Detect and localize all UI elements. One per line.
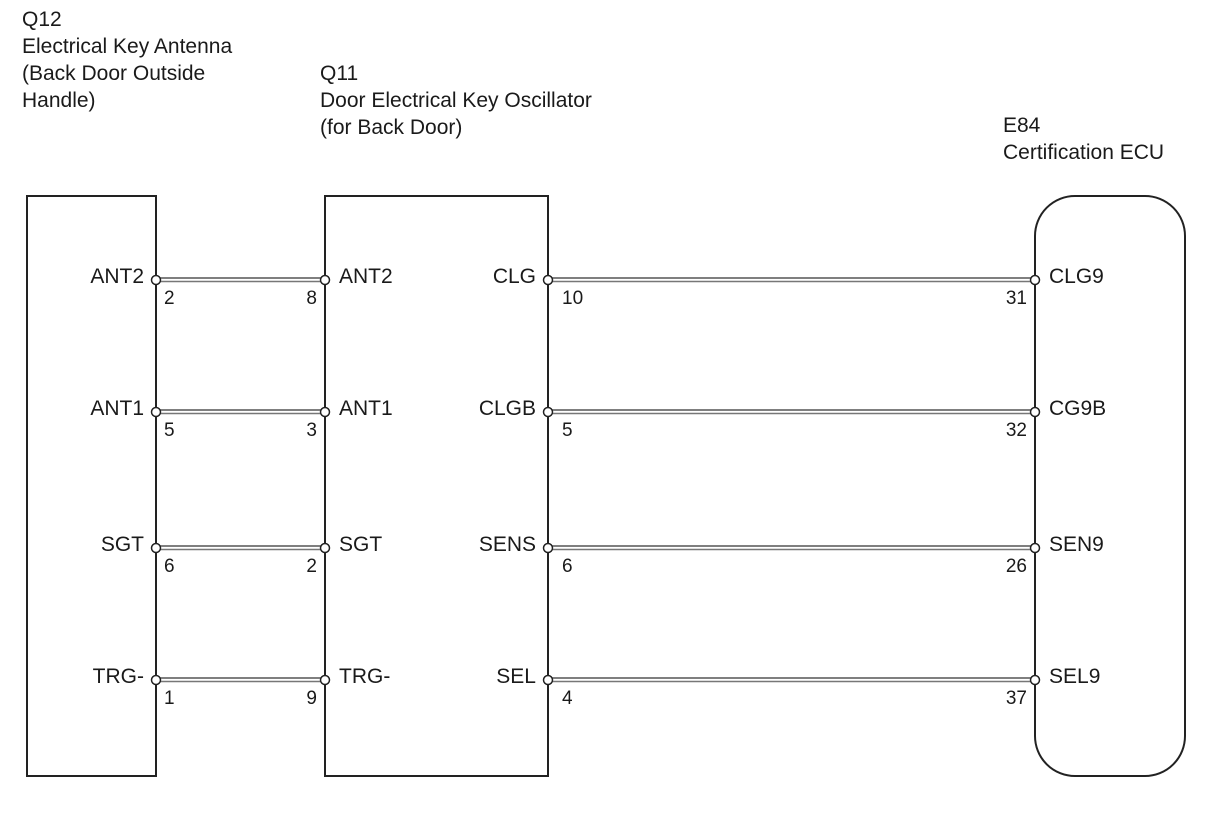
q12-code: Q12 (22, 8, 62, 31)
e84-terminal-label: CLG9 (1049, 265, 1104, 288)
q11-pin-number: 5 (562, 420, 573, 441)
e84-pin-number: 31 (1006, 288, 1027, 309)
terminal-pin (319, 274, 331, 286)
e84-name-line: Certification ECU (1003, 141, 1165, 164)
q12-terminal-label: ANT2 (90, 265, 144, 288)
q11-terminal-label: TRG- (339, 665, 390, 688)
e84-connector-box (1034, 195, 1186, 777)
e84-code: E84 (1003, 114, 1041, 137)
terminal-pin (150, 406, 162, 418)
q12-name-line: Electrical Key Antenna (22, 35, 233, 58)
q11-pin-number: 3 (306, 420, 317, 441)
q11-code: Q11 (320, 62, 359, 85)
q11-terminal-label: SEL (496, 665, 536, 688)
terminal-pin (150, 674, 162, 686)
q11-connector-box (324, 195, 549, 777)
q11-terminal-label: ANT1 (339, 397, 393, 420)
terminal-pin (319, 542, 331, 554)
terminal-pin (150, 542, 162, 554)
terminal-pin (542, 274, 554, 286)
terminal-pin (1029, 674, 1041, 686)
q12-name-line: Handle) (22, 89, 96, 112)
q11-pin-number: 10 (562, 288, 583, 309)
q11-pin-number: 9 (306, 688, 317, 709)
q12-terminal-label: ANT1 (90, 397, 144, 420)
q12-pin-number: 5 (164, 420, 175, 441)
terminal-pin (542, 406, 554, 418)
terminal-pin (319, 674, 331, 686)
q11-pin-number: 8 (306, 288, 317, 309)
q11-name-line: (for Back Door) (320, 116, 463, 139)
q11-name-line: Door Electrical Key Oscillator (320, 89, 592, 112)
terminal-pin (319, 406, 331, 418)
q12-pin-number: 1 (164, 688, 175, 709)
q11-terminal-label: SGT (339, 533, 382, 556)
q12-connector-box (26, 195, 157, 777)
q11-pin-number: 2 (306, 556, 317, 577)
e84-pin-number: 37 (1006, 688, 1027, 709)
terminal-pin (1029, 274, 1041, 286)
terminal-pin (1029, 406, 1041, 418)
q12-terminal-label: TRG- (93, 665, 144, 688)
terminal-pin (542, 542, 554, 554)
q12-pin-number: 6 (164, 556, 175, 577)
q12-terminal-label: SGT (101, 533, 144, 556)
q12-pin-number: 2 (164, 288, 175, 309)
q11-pin-number: 6 (562, 556, 573, 577)
e84-pin-number: 26 (1006, 556, 1027, 577)
q12-title: Q12 Electrical Key Antenna (Back Door Ou… (22, 6, 232, 114)
q11-terminal-label: ANT2 (339, 265, 393, 288)
terminal-pin (150, 274, 162, 286)
q12-name-line: (Back Door Outside (22, 62, 206, 85)
e84-terminal-label: SEL9 (1049, 665, 1100, 688)
terminal-pin (542, 674, 554, 686)
q11-terminal-label: CLGB (479, 397, 536, 420)
q11-title: Q11 Door Electrical Key Oscillator (for … (320, 60, 592, 141)
q11-terminal-label: SENS (479, 533, 536, 556)
e84-title: E84 Certification ECU (1003, 112, 1164, 166)
e84-pin-number: 32 (1006, 420, 1027, 441)
terminal-pin (1029, 542, 1041, 554)
e84-terminal-label: CG9B (1049, 397, 1106, 420)
q11-pin-number: 4 (562, 688, 573, 709)
q11-terminal-label: CLG (493, 265, 536, 288)
e84-terminal-label: SEN9 (1049, 533, 1104, 556)
